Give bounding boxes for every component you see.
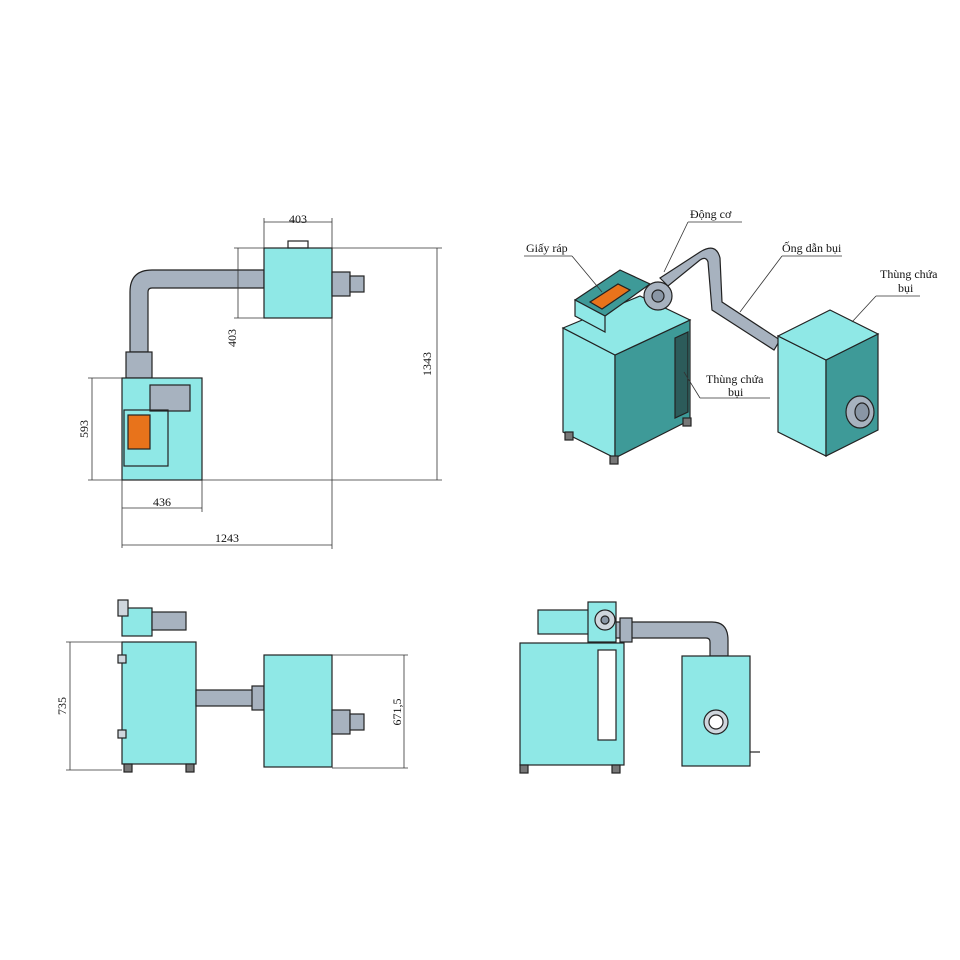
front-machine [121, 641, 197, 765]
dim-total-width: 1243 [215, 531, 239, 545]
top-view-bin-outlet-tip [349, 275, 365, 293]
top-view-pipe-collar [125, 351, 153, 379]
top-view-pipe [129, 269, 265, 353]
front-bin-outlet [331, 709, 351, 735]
label-dust-pipe: Ống dẫn bụi [782, 240, 842, 255]
dim-top-depth: 403 [225, 329, 239, 347]
dim-machine-width: 436 [153, 495, 171, 509]
side-pipe [615, 621, 729, 657]
dim-total-depth: 1343 [420, 352, 434, 376]
side-window [597, 649, 617, 741]
top-view-bin-handle [287, 240, 309, 249]
side-head [537, 609, 595, 635]
iso-bin-top-face [776, 309, 880, 361]
top-view-dust-bin [263, 247, 333, 319]
label-sandpaper: Giấy ráp [526, 241, 568, 255]
iso-machine-window [674, 331, 689, 419]
dim-machine-depth: 593 [77, 420, 91, 438]
top-view-bin-outlet [331, 271, 351, 297]
dim-machine-height: 735 [55, 697, 69, 715]
top-view-sandpaper [127, 414, 151, 450]
side-view [519, 601, 760, 774]
label-motor: Động cơ [690, 207, 732, 221]
front-view: 735 671,5 [55, 599, 408, 773]
iso-dust-pipe [659, 247, 781, 351]
front-dust-bin [263, 654, 333, 768]
top-view: 403 403 1343 593 436 1243 [77, 212, 442, 549]
front-motor [151, 611, 187, 631]
dim-top-width: 403 [289, 212, 307, 226]
dim-bin-height: 671,5 [390, 699, 404, 726]
top-view-motor [149, 384, 191, 412]
top-view-frame [123, 409, 169, 467]
iso-sandpaper [588, 283, 632, 310]
